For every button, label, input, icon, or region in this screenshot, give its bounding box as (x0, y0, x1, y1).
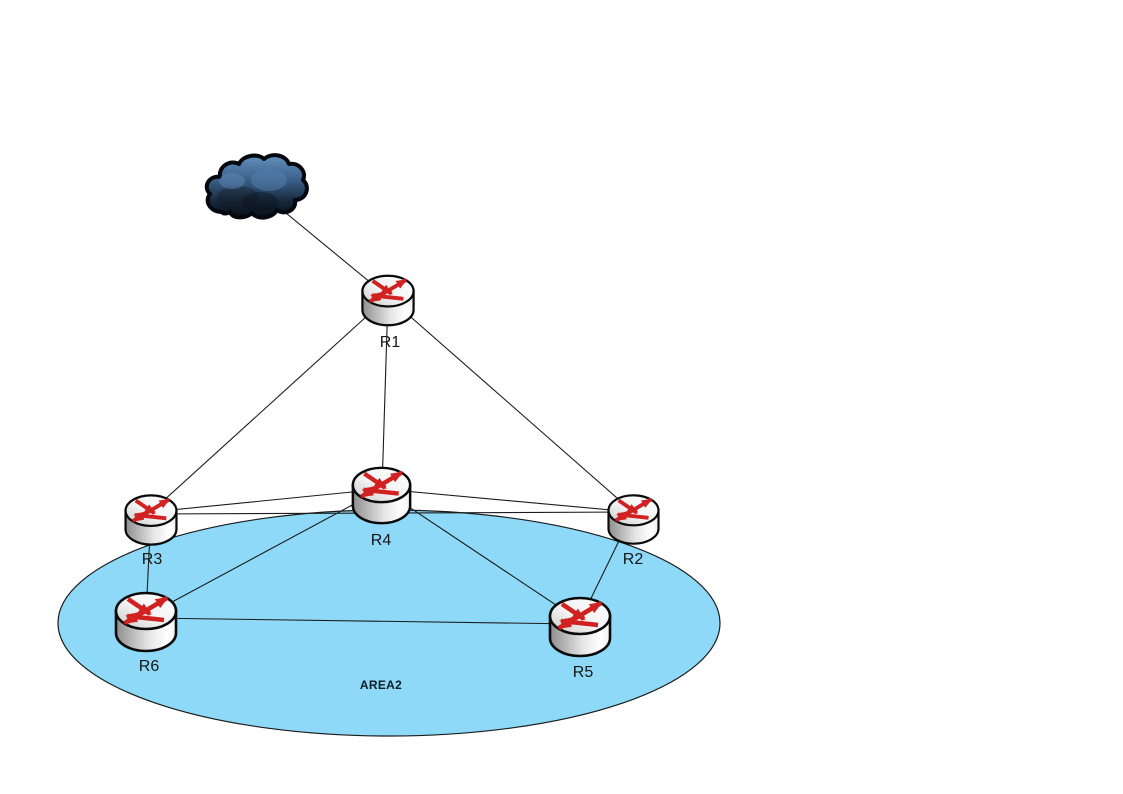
router-label-r5: R5 (572, 664, 594, 681)
router-label-r3: R3 (141, 551, 163, 568)
link-r1-r4 (381, 296, 389, 490)
link-r6-r5 (145, 617, 581, 625)
link-r4-r2 (381, 488, 634, 513)
router-r6-icon[interactable] (116, 593, 176, 651)
router-r3-icon[interactable] (126, 495, 177, 544)
link-r1-r3 (150, 296, 389, 513)
router-r2-icon[interactable] (609, 495, 659, 543)
link-r1-r2 (387, 296, 634, 513)
router-r5-icon[interactable] (550, 598, 610, 656)
area2-label: AREA2 (359, 678, 403, 692)
router-label-r6: R6 (138, 658, 160, 675)
router-label-r2: R2 (622, 551, 644, 568)
link-r4-r5 (381, 488, 581, 622)
internet-cloud-icon[interactable] (204, 153, 309, 220)
router-r1-icon[interactable] (362, 276, 413, 325)
router-r4-icon[interactable] (353, 468, 410, 523)
router-label-r4: R4 (370, 532, 392, 549)
link-r4-r6 (145, 488, 383, 617)
link-r3-r4 (150, 488, 383, 513)
router-label-r1: R1 (379, 334, 401, 351)
